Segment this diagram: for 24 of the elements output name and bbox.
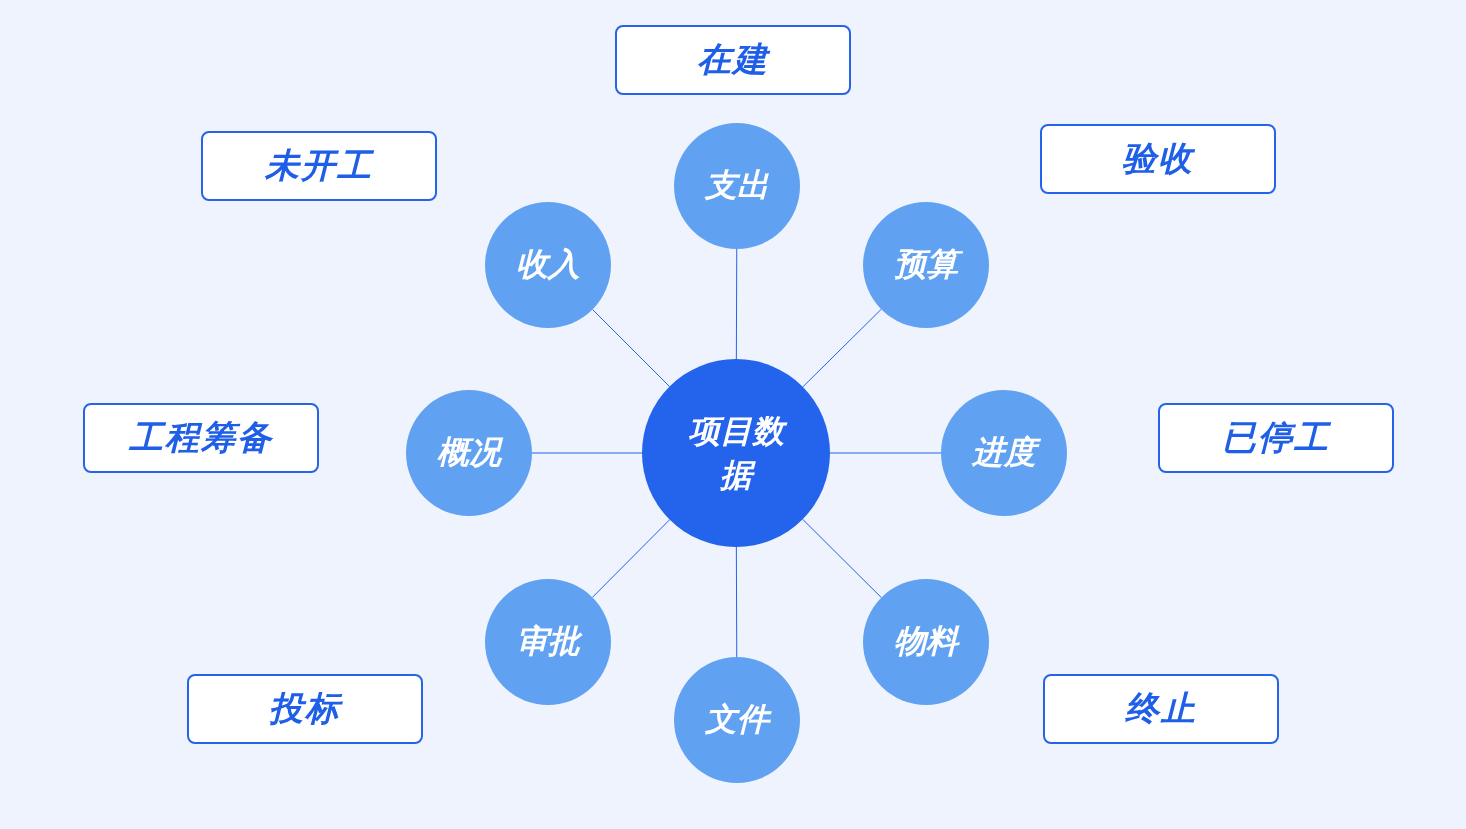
connector-line: [802, 308, 882, 388]
status-box: 工程筹备: [83, 403, 319, 473]
category-circle: 概况: [406, 390, 532, 516]
connector-line: [531, 452, 643, 454]
connector-line: [802, 518, 882, 599]
status-box: 投标: [187, 674, 423, 744]
status-box: 已停工: [1158, 403, 1394, 473]
category-circle: 预算: [863, 202, 989, 328]
category-circle: 进度: [941, 390, 1067, 516]
status-box: 未开工: [201, 131, 437, 201]
status-box: 终止: [1043, 674, 1279, 744]
status-box: 验收: [1040, 124, 1276, 194]
category-circle: 支出: [674, 123, 800, 249]
status-box: 在建: [615, 25, 851, 95]
category-circle: 收入: [485, 202, 611, 328]
connector-line: [735, 546, 738, 658]
category-circle: 文件: [674, 657, 800, 783]
connector-line: [591, 519, 671, 598]
category-circle: 物料: [863, 579, 989, 705]
connector-line: [735, 248, 738, 360]
hub-circle: 项目数据: [642, 359, 830, 547]
connector-line: [592, 309, 671, 388]
category-circle: 审批: [485, 579, 611, 705]
connector-line: [829, 452, 942, 454]
